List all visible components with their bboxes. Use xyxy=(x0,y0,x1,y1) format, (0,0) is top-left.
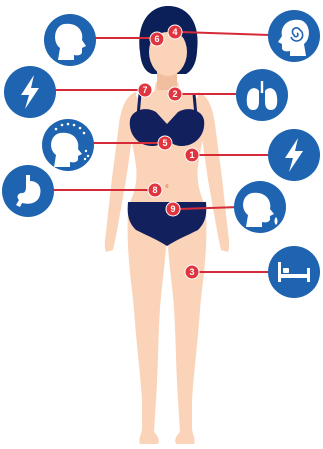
head-profile-icon xyxy=(44,14,96,66)
marker-2-label: 2 xyxy=(172,89,177,99)
marker-4-label: 4 xyxy=(172,27,177,37)
marker-7-label: 7 xyxy=(142,85,147,95)
head-spiral-dizziness-icon xyxy=(268,10,320,62)
left-leg xyxy=(128,210,167,444)
marker-5-label: 5 xyxy=(162,138,167,148)
marker-6[interactable]: 6 xyxy=(150,32,164,46)
lightning-bolt-icon xyxy=(4,66,56,118)
marker-9-label: 9 xyxy=(170,204,175,214)
female-body-figure xyxy=(105,6,229,444)
marker-2[interactable]: 2 xyxy=(168,87,182,101)
marker-1-label: 1 xyxy=(189,150,194,160)
bra-strap-left xyxy=(138,94,140,116)
marker-9[interactable]: 9 xyxy=(166,202,180,216)
marker-1[interactable]: 1 xyxy=(185,148,199,162)
marker-3[interactable]: 3 xyxy=(185,265,199,279)
marker-4[interactable]: 4 xyxy=(168,25,182,39)
coughing-head-icon xyxy=(42,119,94,171)
marker-7[interactable]: 7 xyxy=(138,83,152,97)
lightning-bolt-icon xyxy=(268,129,320,181)
sick-head-icon xyxy=(234,181,286,233)
bed-icon xyxy=(268,246,320,298)
stomach-icon xyxy=(2,165,54,217)
marker-8[interactable]: 8 xyxy=(148,183,162,197)
marker-5[interactable]: 5 xyxy=(158,136,172,150)
bra-strap-right xyxy=(194,94,196,116)
marker-8-label: 8 xyxy=(152,185,157,195)
marker-3-label: 3 xyxy=(189,267,194,277)
marker-6-label: 6 xyxy=(154,34,159,44)
navel xyxy=(166,184,169,188)
lungs-icon xyxy=(236,69,288,121)
right-leg xyxy=(167,210,206,444)
